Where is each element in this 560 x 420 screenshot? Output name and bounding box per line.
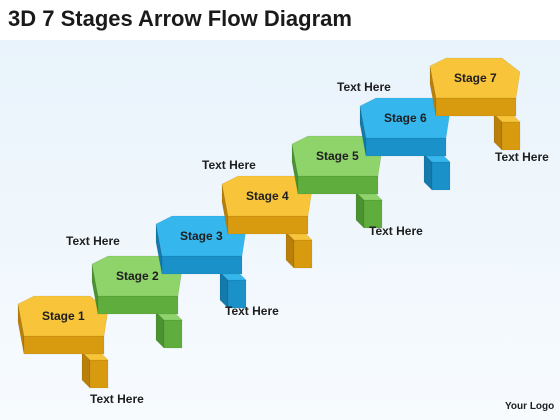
stage-label-2: Stage 2 — [116, 269, 159, 283]
stage-top-face — [429, 57, 521, 99]
stage-front-face — [435, 97, 517, 117]
caption-stage-3: Text Here — [225, 304, 279, 318]
diagram-title: 3D 7 Stages Arrow Flow Diagram — [8, 6, 352, 31]
stage-label-1: Stage 1 — [42, 309, 85, 323]
stage-stem-side — [501, 121, 521, 151]
caption-stage-2: Text Here — [66, 234, 120, 248]
stage-front-face — [297, 175, 379, 195]
stage-front-face — [23, 335, 105, 355]
stage-arrow-6: Stage 6 — [359, 97, 451, 191]
stage-arrow-5: Stage 5 — [291, 135, 383, 229]
stage-front-face — [161, 255, 243, 275]
stage-label-5: Stage 5 — [316, 149, 359, 163]
caption-stage-1: Text Here — [90, 392, 144, 406]
logo-text: Your Logo — [505, 401, 555, 412]
stage-label-6: Stage 6 — [384, 111, 427, 125]
caption-stage-5: Text Here — [369, 224, 423, 238]
stage-arrow-4: Stage 4 — [221, 175, 313, 269]
caption-stage-4: Text Here — [202, 158, 256, 172]
stage-label-7: Stage 7 — [454, 71, 497, 85]
stage-arrow-2: Stage 2 — [91, 255, 183, 349]
stage-front-face — [227, 215, 309, 235]
caption-stage-6: Text Here — [337, 80, 391, 94]
stage-label-3: Stage 3 — [180, 229, 223, 243]
stage-label-4: Stage 4 — [246, 189, 289, 203]
stage-stem-side — [89, 359, 109, 389]
stage-stem-side — [431, 161, 451, 191]
stage-arrow-3: Stage 3 — [155, 215, 247, 309]
stage-front-face — [365, 137, 447, 157]
stage-stem-side — [163, 319, 183, 349]
stage-arrow-7: Stage 7 — [429, 57, 521, 151]
stage-stem-side — [293, 239, 313, 269]
caption-stage-7: Text Here — [495, 150, 549, 164]
stage-front-face — [97, 295, 179, 315]
stage-arrow-1: Stage 1 — [17, 295, 109, 389]
